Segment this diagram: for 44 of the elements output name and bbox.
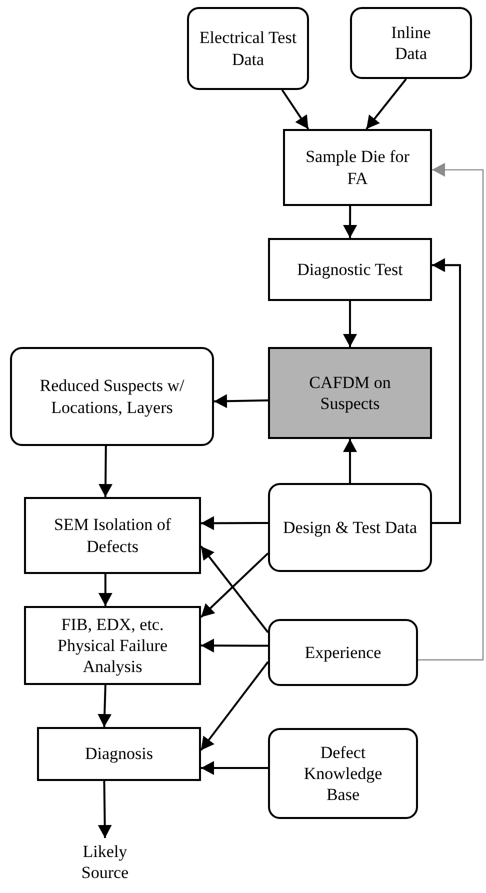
input-box [187, 7, 309, 90]
arrow [98, 446, 113, 498]
arrow [201, 638, 268, 653]
node-label: Reduced Suspects w/ Locations, Layers [38, 375, 186, 418]
process-box [24, 497, 201, 574]
node-label: Diagnosis [85, 743, 153, 765]
arrow [343, 439, 357, 483]
input-box [268, 728, 418, 819]
input-box [268, 483, 432, 572]
input-box [10, 347, 214, 446]
arrow [366, 78, 407, 130]
arrow [343, 301, 357, 347]
node-label: Inline Data [390, 22, 432, 64]
node-label: Physical Failure Analysis [56, 634, 168, 678]
process-box [268, 238, 432, 301]
input-box [268, 619, 418, 686]
arrow [214, 394, 268, 408]
arrow [98, 574, 112, 606]
arrow [200, 552, 269, 618]
node-label: FIB, EDX, etc. [61, 614, 164, 635]
result-label: Likely Source [80, 840, 130, 884]
node-label: Electrical Test Data [198, 27, 298, 70]
arrow [98, 684, 112, 728]
arrow [418, 162, 484, 660]
node-label: Sample Die for FA [304, 146, 410, 189]
arrow [200, 546, 269, 634]
arrow [281, 89, 310, 130]
arrow [200, 661, 269, 751]
process-box [24, 606, 201, 685]
node-label: Diagnostic Test [297, 258, 403, 280]
process-box [283, 129, 432, 206]
arrow [343, 206, 358, 238]
input-box [350, 7, 472, 79]
process-box [37, 727, 201, 781]
arrow [201, 761, 268, 775]
arrow [98, 780, 112, 838]
node-label: Defect Knowledge Base [302, 742, 384, 806]
arrow [201, 516, 268, 530]
node-label: SEM Isolation of Defects [52, 514, 172, 557]
node-label: Experience [304, 642, 382, 664]
arrow [432, 258, 461, 524]
node-label: CAFDM on Suspects [308, 372, 392, 414]
node-label: Design & Test Data [283, 516, 417, 538]
highlighted-process-box [268, 347, 432, 439]
